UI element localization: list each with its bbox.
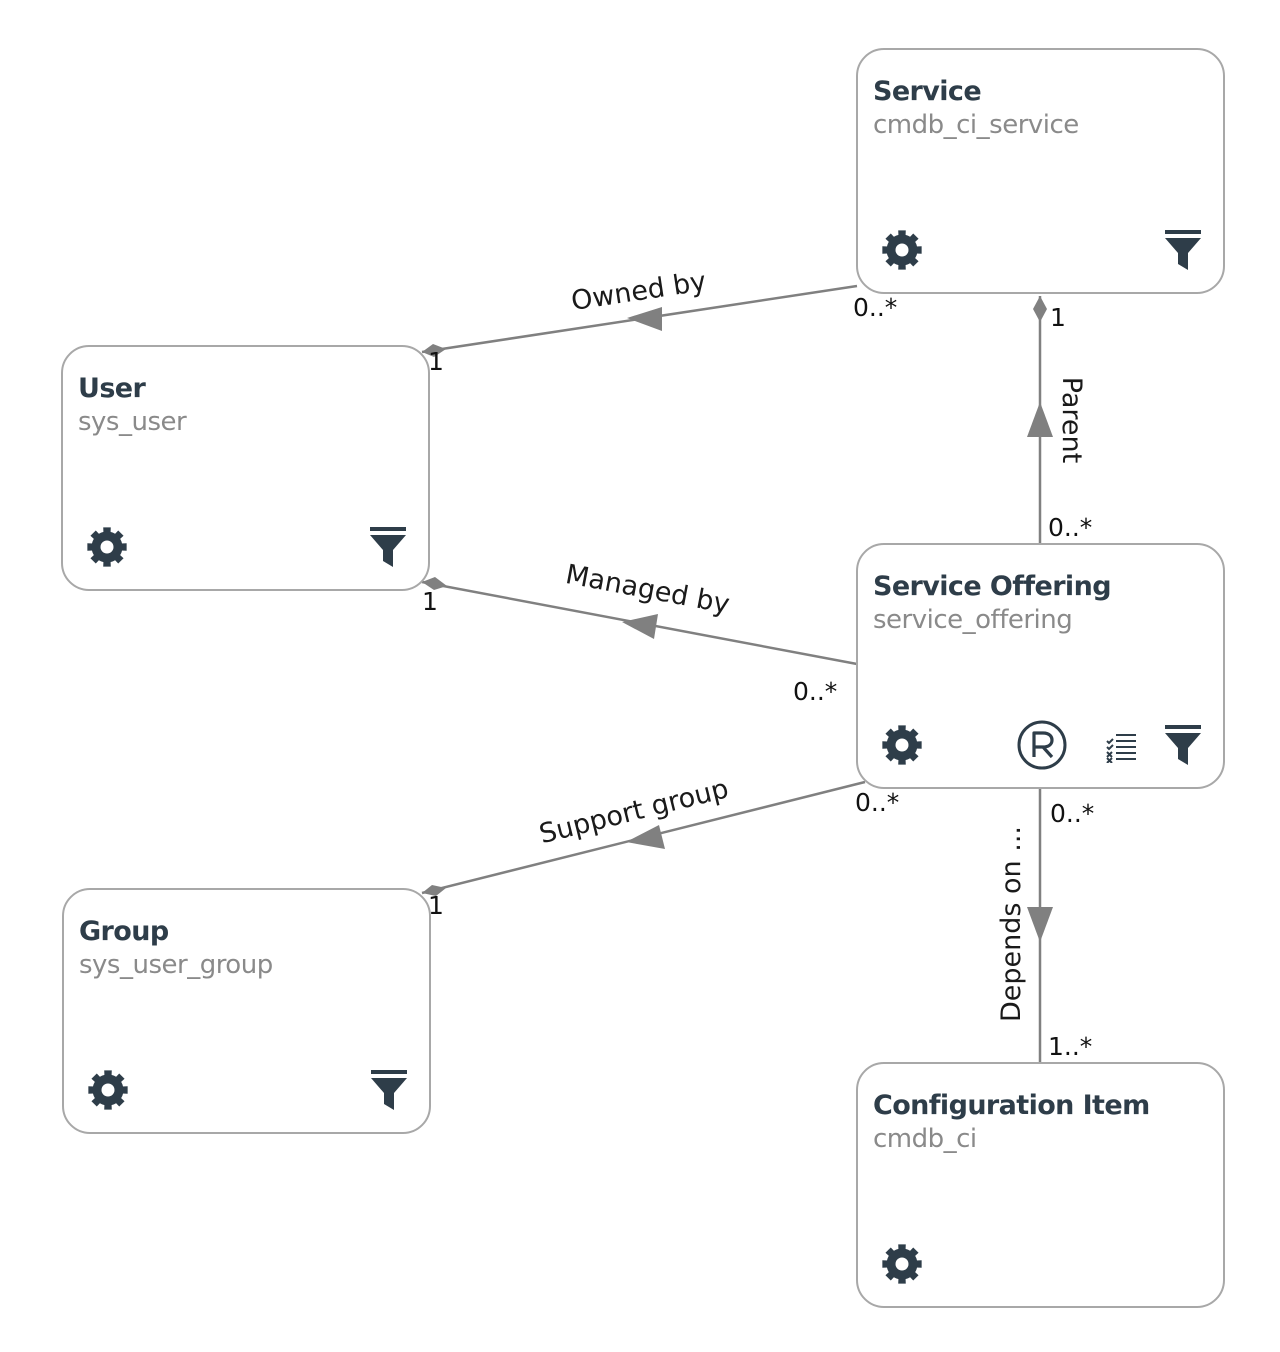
node-service[interactable]: Service cmdb_ci_service [856, 48, 1225, 294]
multiplicity-source: 0..* [855, 788, 899, 817]
filter-icon[interactable] [369, 1068, 409, 1112]
node-title: Service [873, 76, 982, 107]
filter-icon[interactable] [1163, 723, 1203, 767]
edge-owned-by[interactable]: Owned by 0..* 1 [421, 266, 897, 376]
node-table-name: service_offering [873, 605, 1073, 635]
arrow-marker [622, 614, 658, 639]
diamond-marker [422, 344, 446, 357]
multiplicity-source: 0..* [1050, 799, 1094, 828]
multiplicity-target: 1 [428, 891, 444, 920]
node-title: Configuration Item [873, 1090, 1150, 1121]
node-configuration-item[interactable]: Configuration Item cmdb_ci [856, 1062, 1225, 1308]
gear-icon[interactable] [85, 525, 129, 569]
multiplicity-target: 1..* [1048, 1032, 1092, 1061]
arrow-marker [1027, 402, 1053, 437]
gear-icon[interactable] [880, 228, 924, 272]
filter-icon[interactable] [368, 525, 408, 569]
edge-label-managed-by: Managed by [563, 559, 732, 620]
edge-managed-by[interactable]: Managed by 0..* 1 [421, 559, 858, 706]
diamond-marker [422, 577, 447, 590]
multiplicity-source: 0..* [853, 293, 897, 322]
gear-icon[interactable] [86, 1068, 130, 1112]
node-table-name: cmdb_ci_service [873, 110, 1079, 140]
arrow-marker [1027, 907, 1053, 942]
node-group[interactable]: Group sys_user_group [62, 888, 431, 1134]
multiplicity-target: 1 [422, 587, 438, 616]
node-user[interactable]: User sys_user [61, 345, 430, 591]
multiplicity-source: 0..* [1048, 513, 1092, 542]
filter-icon[interactable] [1163, 228, 1203, 272]
edge-support-group[interactable]: Support group 0..* 1 [421, 773, 899, 920]
node-table-name: sys_user [78, 407, 187, 437]
node-table-name: cmdb_ci [873, 1124, 977, 1154]
edge-label-depends-on: Depends on ... [996, 826, 1027, 1022]
multiplicity-target: 1 [1050, 303, 1066, 332]
node-title: Group [79, 916, 169, 947]
node-table-name: sys_user_group [79, 950, 273, 980]
multiplicity-source: 0..* [793, 677, 837, 706]
edge-depends-on[interactable]: Depends on ... 0..* 1..* [996, 789, 1094, 1062]
edge-label-owned-by: Owned by [569, 266, 708, 317]
arrow-marker [626, 825, 665, 849]
multiplicity-target: 1 [428, 347, 444, 376]
node-service-offering[interactable]: Service Offering service_offering [856, 543, 1225, 789]
diamond-marker [1033, 296, 1047, 322]
gear-icon[interactable] [880, 1242, 924, 1286]
checklist-icon[interactable] [1106, 731, 1138, 763]
reference-icon[interactable] [1016, 719, 1068, 771]
diamond-marker [422, 885, 446, 896]
edge-parent[interactable]: Parent 0..* 1 [1027, 296, 1092, 543]
node-title: User [78, 373, 146, 404]
node-title: Service Offering [873, 571, 1112, 602]
edge-label-parent: Parent [1056, 377, 1087, 463]
gear-icon[interactable] [880, 723, 924, 767]
arrow-marker [627, 307, 662, 331]
